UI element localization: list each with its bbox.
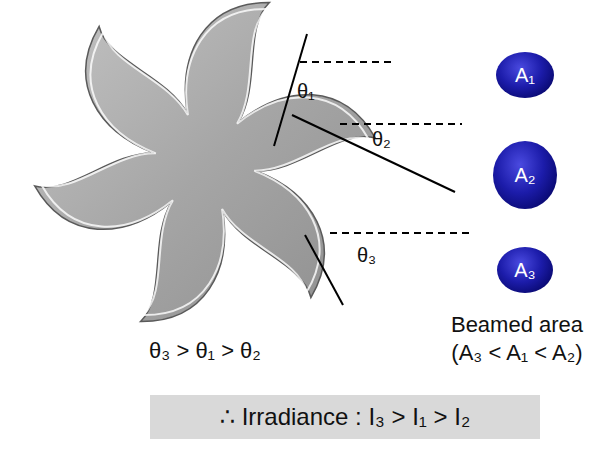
area-ellipse: A₂ — [493, 141, 557, 209]
tangent-line — [305, 235, 343, 305]
conclusion-box: ∴ Irradiance : I₃ > I₁ > I₂ — [150, 395, 540, 439]
reference-line — [300, 61, 392, 63]
angle-label: θ₃ — [357, 244, 376, 267]
node-text: A₃ — [514, 259, 535, 282]
star-shape — [35, 3, 376, 322]
area-ellipse: A₁ — [496, 52, 554, 98]
node-text: A₁ — [515, 64, 535, 87]
node-text: A₂ — [514, 164, 535, 187]
node-text: ∴ Irradiance : I₃ > I₁ > I₂ — [220, 403, 471, 431]
area-ellipse: A₃ — [497, 247, 553, 293]
angle-label: θ₁ — [297, 80, 315, 103]
angle-relation: θ₃ > θ₁ > θ₂ — [149, 338, 261, 363]
star-highlight — [41, 9, 368, 315]
caption-text: Beamed area — [451, 312, 583, 337]
reference-line — [340, 123, 462, 125]
tangent-line — [292, 115, 455, 192]
angle-label: θ₂ — [372, 128, 391, 151]
caption-text: (A₃ < A₁ < A₂) — [451, 340, 582, 365]
reference-line — [330, 232, 470, 234]
